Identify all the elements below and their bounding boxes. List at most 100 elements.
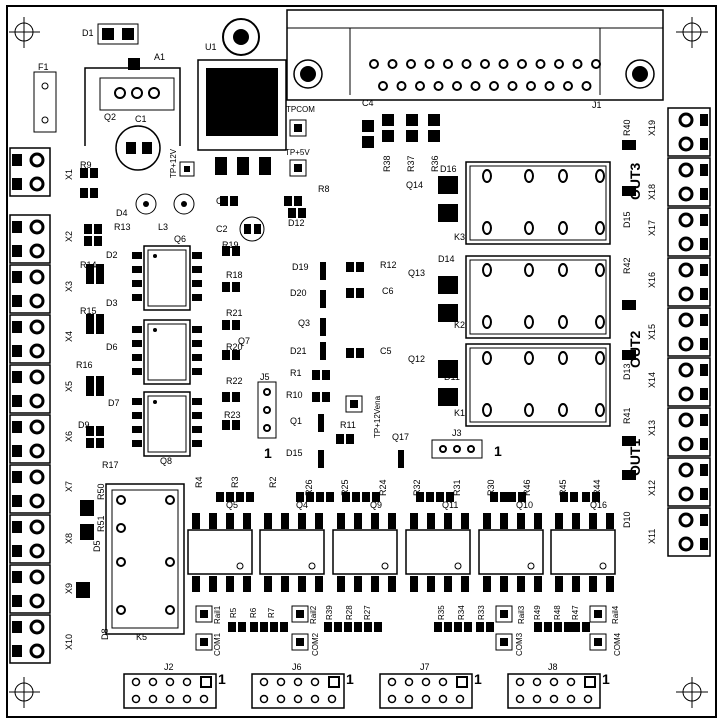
label-r25: R25 <box>340 479 350 496</box>
test-point-12vena <box>345 395 363 413</box>
label-k2: K2 <box>454 320 465 330</box>
label-q5: Q5 <box>226 500 238 510</box>
label-r41: R41 <box>622 407 632 424</box>
label-out3: OUT3 <box>627 162 643 200</box>
label-r2: R2 <box>268 476 278 488</box>
pin-one-marker: 1 <box>346 671 354 687</box>
label-q1: Q1 <box>290 416 302 426</box>
terminal-block-right <box>667 107 711 557</box>
pin-one-marker: 1 <box>264 445 272 461</box>
label-r6: R6 <box>249 607 258 618</box>
fiducial-bl <box>9 677 40 708</box>
label-x18: X18 <box>647 184 657 200</box>
label-q6: Q6 <box>174 234 186 244</box>
label-out2: OUT2 <box>627 330 643 368</box>
label-r39: R39 <box>325 605 334 620</box>
label-r22: R22 <box>226 376 243 386</box>
label-d11: D11 <box>444 372 460 382</box>
ic-row-bottom <box>187 513 616 592</box>
label-q8: Q8 <box>160 456 172 466</box>
label-c6: C6 <box>382 286 394 296</box>
label-d5: D5 <box>92 540 102 552</box>
label-rail2: Rail2 <box>309 605 318 624</box>
label-com3: COM3 <box>515 632 524 656</box>
label-d19: D19 <box>292 262 309 272</box>
label-c4: C4 <box>362 98 374 108</box>
label-r36: R36 <box>430 155 440 172</box>
label-j6: J6 <box>292 662 302 672</box>
label-c1: C1 <box>135 114 147 124</box>
label-d8: D8 <box>100 628 110 640</box>
board-outline <box>6 5 717 718</box>
label-com2: COM2 <box>311 632 320 656</box>
label-r34: R34 <box>457 605 466 620</box>
label-x4: X4 <box>64 331 74 342</box>
capacitor-c2 <box>239 216 265 242</box>
label-r10: R10 <box>286 390 303 400</box>
label-r20: R20 <box>226 342 243 352</box>
label-r32: R32 <box>412 479 422 496</box>
test-point-5v <box>289 159 307 177</box>
header-j3 <box>431 439 483 459</box>
label-x6: X6 <box>64 431 74 442</box>
label-r23: R23 <box>224 410 241 420</box>
label-d7: D7 <box>108 398 120 408</box>
label-d12: D12 <box>288 218 305 228</box>
label-x10: X10 <box>64 634 74 650</box>
label-com1: COM1 <box>213 632 222 656</box>
label-c2: C2 <box>216 224 228 234</box>
header-j5 <box>257 381 277 439</box>
label-x9: X9 <box>64 583 74 594</box>
label-d15: D15 <box>622 211 632 228</box>
terminal-block-left <box>9 147 51 664</box>
label-x11: X11 <box>647 529 657 544</box>
label-r26: R26 <box>304 479 314 496</box>
label-r3: R3 <box>230 476 240 488</box>
label-rail3: Rail3 <box>517 605 526 624</box>
label-r51: R51 <box>96 515 106 532</box>
label-x17: X17 <box>647 220 657 236</box>
label-r8: R8 <box>318 184 330 194</box>
fiducial-tr <box>676 17 708 48</box>
label-d3: D3 <box>106 298 118 308</box>
label-r11: R11 <box>340 420 356 430</box>
label-d10: D10 <box>622 511 632 528</box>
label-d20: D20 <box>290 288 307 298</box>
label-rail4: Rail4 <box>611 605 620 624</box>
optocoupler-group <box>132 245 202 457</box>
label-q14: Q14 <box>406 180 423 190</box>
pin-one-marker: 1 <box>602 671 610 687</box>
label-j7: J7 <box>420 662 430 672</box>
label-r5: R5 <box>229 607 238 618</box>
label-j1: J1 <box>592 100 602 110</box>
label-r1: R1 <box>290 368 302 378</box>
label-x7: X7 <box>64 481 74 492</box>
label-q16: Q16 <box>590 500 607 510</box>
label-r14: R14 <box>80 260 97 270</box>
label-tp5v: TP+5V <box>285 148 310 157</box>
label-q11: Q11 <box>442 500 458 510</box>
label-x2: X2 <box>64 231 74 242</box>
diode-d1 <box>97 23 139 45</box>
connector-j1 <box>286 9 664 101</box>
label-r12: R12 <box>380 260 397 270</box>
label-r50: R50 <box>96 483 106 500</box>
label-q17: Q17 <box>392 432 409 442</box>
label-r40: R40 <box>622 119 632 136</box>
label-d9: D9 <box>78 420 90 430</box>
label-x1: X1 <box>64 169 74 180</box>
label-q7: Q7 <box>238 336 250 346</box>
label-r31: R31 <box>452 479 462 496</box>
relay-k5 <box>105 483 185 635</box>
label-d4: D4 <box>116 208 128 218</box>
label-d14: D14 <box>438 254 455 264</box>
label-r44: R44 <box>592 479 602 496</box>
label-x15: X15 <box>647 324 657 340</box>
label-c3: C3 <box>216 196 228 206</box>
label-r7: R7 <box>267 607 276 618</box>
label-r19: R19 <box>222 240 239 250</box>
label-d15b: D15 <box>286 448 303 458</box>
label-d1: D1 <box>82 28 94 38</box>
label-tp12v: TP+12V <box>169 148 178 178</box>
